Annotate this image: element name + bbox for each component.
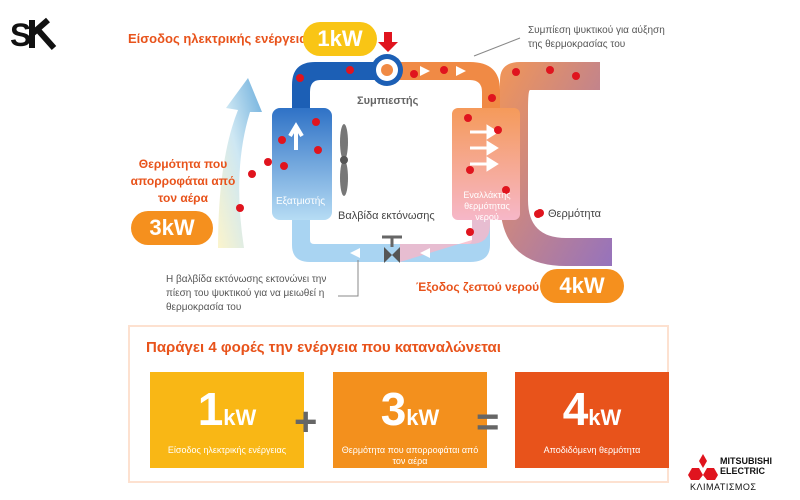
mitsubishi-logo: MITSUBISHI ELECTRIC ΚΛΙΜΑΤΙΣΜΟΣ [688,452,794,496]
summary-box-output: 4kW Αποδιδόμενη θερμότητα [515,372,669,468]
heat-legend: Θερμότητα [536,208,601,220]
box-unit: kW [588,405,622,430]
electric-input-label: Είσοδος ηλεκτρικής ενέργειας [128,31,314,46]
power-input-arrow [378,32,398,52]
air-heat-label: Θερμότητα που απορροφάται από τον αέρα [130,157,236,205]
water-pipe [500,62,612,266]
fan-icon [340,124,348,196]
sk-logo-icon: S [10,17,57,53]
heat-dots [236,66,580,236]
brand-logo: S [10,16,60,53]
valve-label: Βαλβίδα εκτόνωσης [338,210,435,222]
maker-line2: ELECTRIC [720,466,765,476]
compressor-note: Συμπίεση ψυκτικού για αύξηση της θερμοκρ… [528,25,665,50]
electric-input-value: 1kW [303,22,377,56]
svg-text:S: S [10,17,31,52]
evaporator-block [272,108,332,220]
plus-sign: + [294,400,318,444]
air-flow-arrow [218,78,262,248]
box-unit: kW [223,405,257,430]
valve-note: Η βαλβίδα εκτόνωσης εκτονώνει την πίεση … [166,274,327,313]
pipe-top-blue [292,62,380,110]
exchanger-label: Εναλλάκτης θερμότητας νερού [463,190,511,222]
box-number: 1 [197,383,224,435]
compressor-icon [371,54,403,86]
maker-line3: ΚΛΙΜΑΤΙΣΜΟΣ [690,482,757,492]
maker-line1: MITSUBISHI [720,456,773,466]
summary-box-air: 3kW Θερμότητα που απορροφάται από τον αέ… [333,372,487,468]
box-unit: kW [406,405,440,430]
three-diamonds-icon [688,454,718,480]
hot-water-label: Έξοδος ζεστού νερού [416,280,540,294]
air-heat-value: 3kW [131,211,213,245]
summary-heading: Παράγει 4 φορές την ενέργεια που καταναλ… [146,339,501,356]
box-caption: Αποδιδόμενη θερμότητα [543,445,641,455]
heat-pump-diagram [218,32,612,297]
hot-water-value: 4kW [540,269,624,303]
heat-dot-icon [536,209,544,217]
summary-box-input: 1kW Είσοδος ηλεκτρικής ενέργειας [150,372,304,468]
box-number: 3 [380,383,407,435]
equals-sign: = [476,400,500,444]
box-caption: Είσοδος ηλεκτρικής ενέργειας [167,445,287,455]
evaporator-label: Εξατμιστής [276,196,326,207]
expansion-valve-icon [382,235,402,263]
box-caption: Θερμότητα που απορροφάται από τον αέρα [341,445,479,466]
box-number: 4 [562,383,589,435]
heat-legend-text: Θερμότητα [548,208,602,220]
compressor-label: Συμπιεστής [357,95,419,107]
